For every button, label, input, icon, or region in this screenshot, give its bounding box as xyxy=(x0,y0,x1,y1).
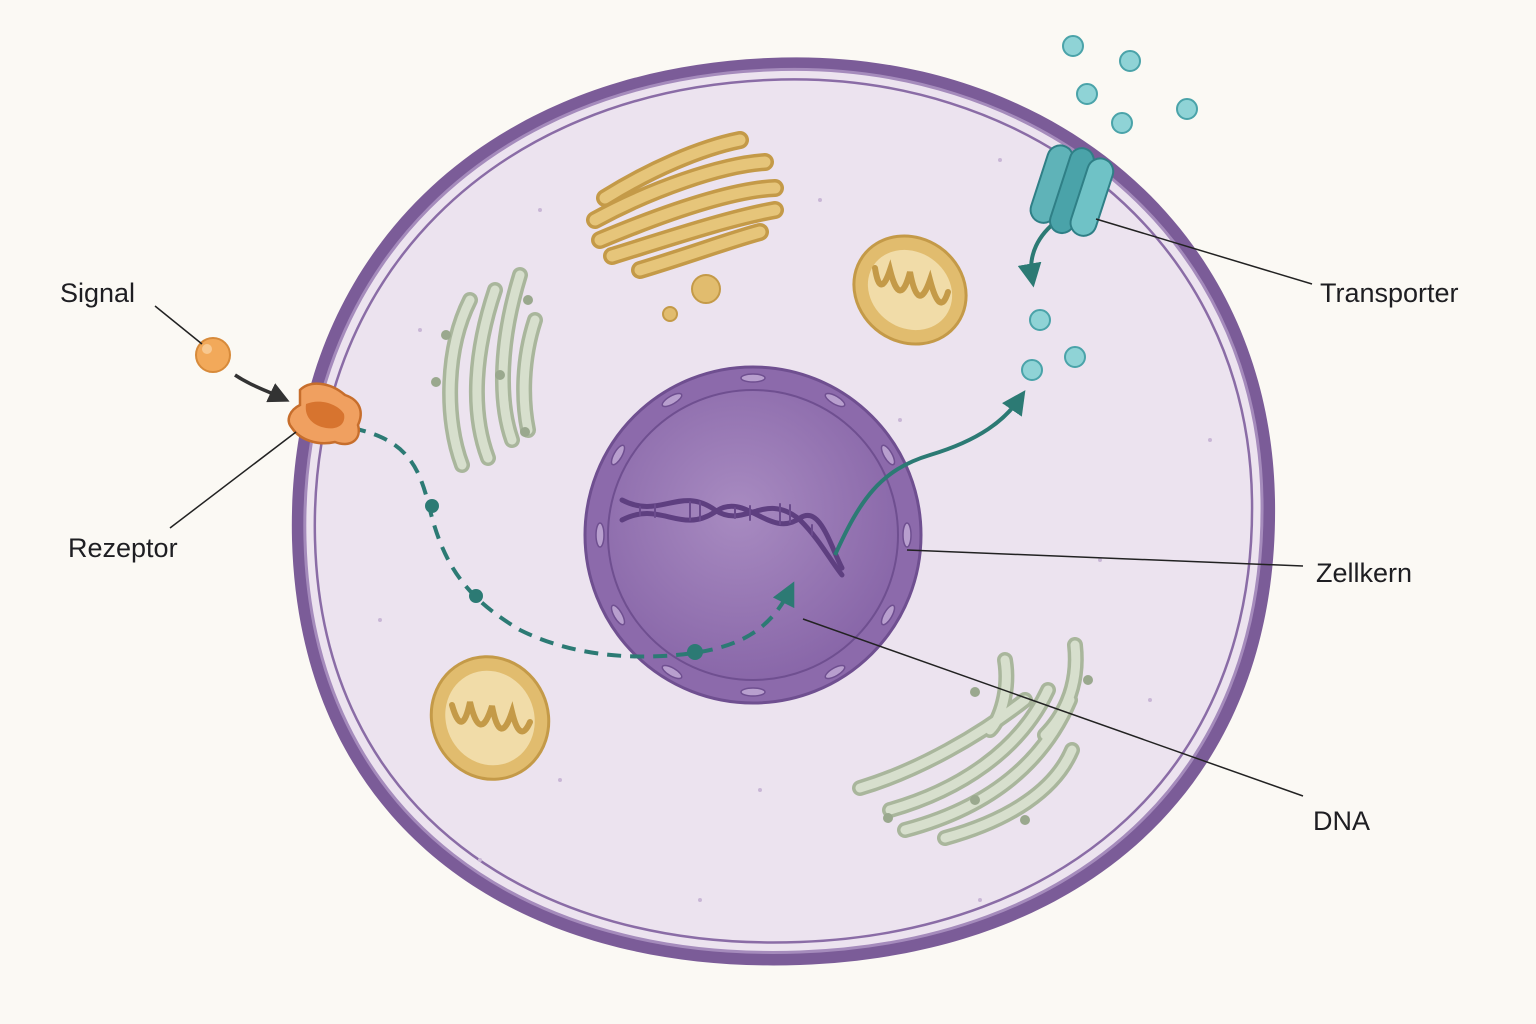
nuclear-pores xyxy=(595,373,912,697)
endoplasmic-reticulum-left xyxy=(431,267,543,473)
golgi-apparatus xyxy=(586,131,784,322)
leader-rezeptor xyxy=(169,431,297,529)
expression-arrow xyxy=(833,390,1026,556)
label-rezeptor: Rezeptor xyxy=(68,533,178,563)
endoplasmic-reticulum-right xyxy=(852,637,1093,846)
cell-membrane-inner-line xyxy=(313,78,1254,944)
mitochondrion-lower xyxy=(429,655,551,781)
transporter-channel xyxy=(1029,144,1115,237)
label-zellkern: Zellkern xyxy=(1316,558,1413,588)
signal-binding-arrow xyxy=(234,373,290,403)
leader-signal xyxy=(154,305,203,345)
leader-dna xyxy=(802,618,1304,797)
leader-zellkern xyxy=(906,549,1304,567)
nucleus xyxy=(583,365,923,705)
dna-helix xyxy=(619,497,845,578)
leader-transporter xyxy=(1095,218,1313,285)
ion-particles-outside xyxy=(1062,35,1198,134)
label-signal: Signal xyxy=(60,278,136,308)
signal-pathway xyxy=(351,426,795,660)
signal-molecule xyxy=(195,337,231,373)
receptor xyxy=(287,382,362,446)
label-transporter: Transporter xyxy=(1320,278,1459,308)
label-dna: DNA xyxy=(1313,806,1371,836)
cytoplasm-speckles xyxy=(378,158,1212,902)
leader-lines xyxy=(154,218,1313,797)
mitochondrion-upper xyxy=(852,234,968,346)
ion-particles-inside xyxy=(1021,309,1086,381)
